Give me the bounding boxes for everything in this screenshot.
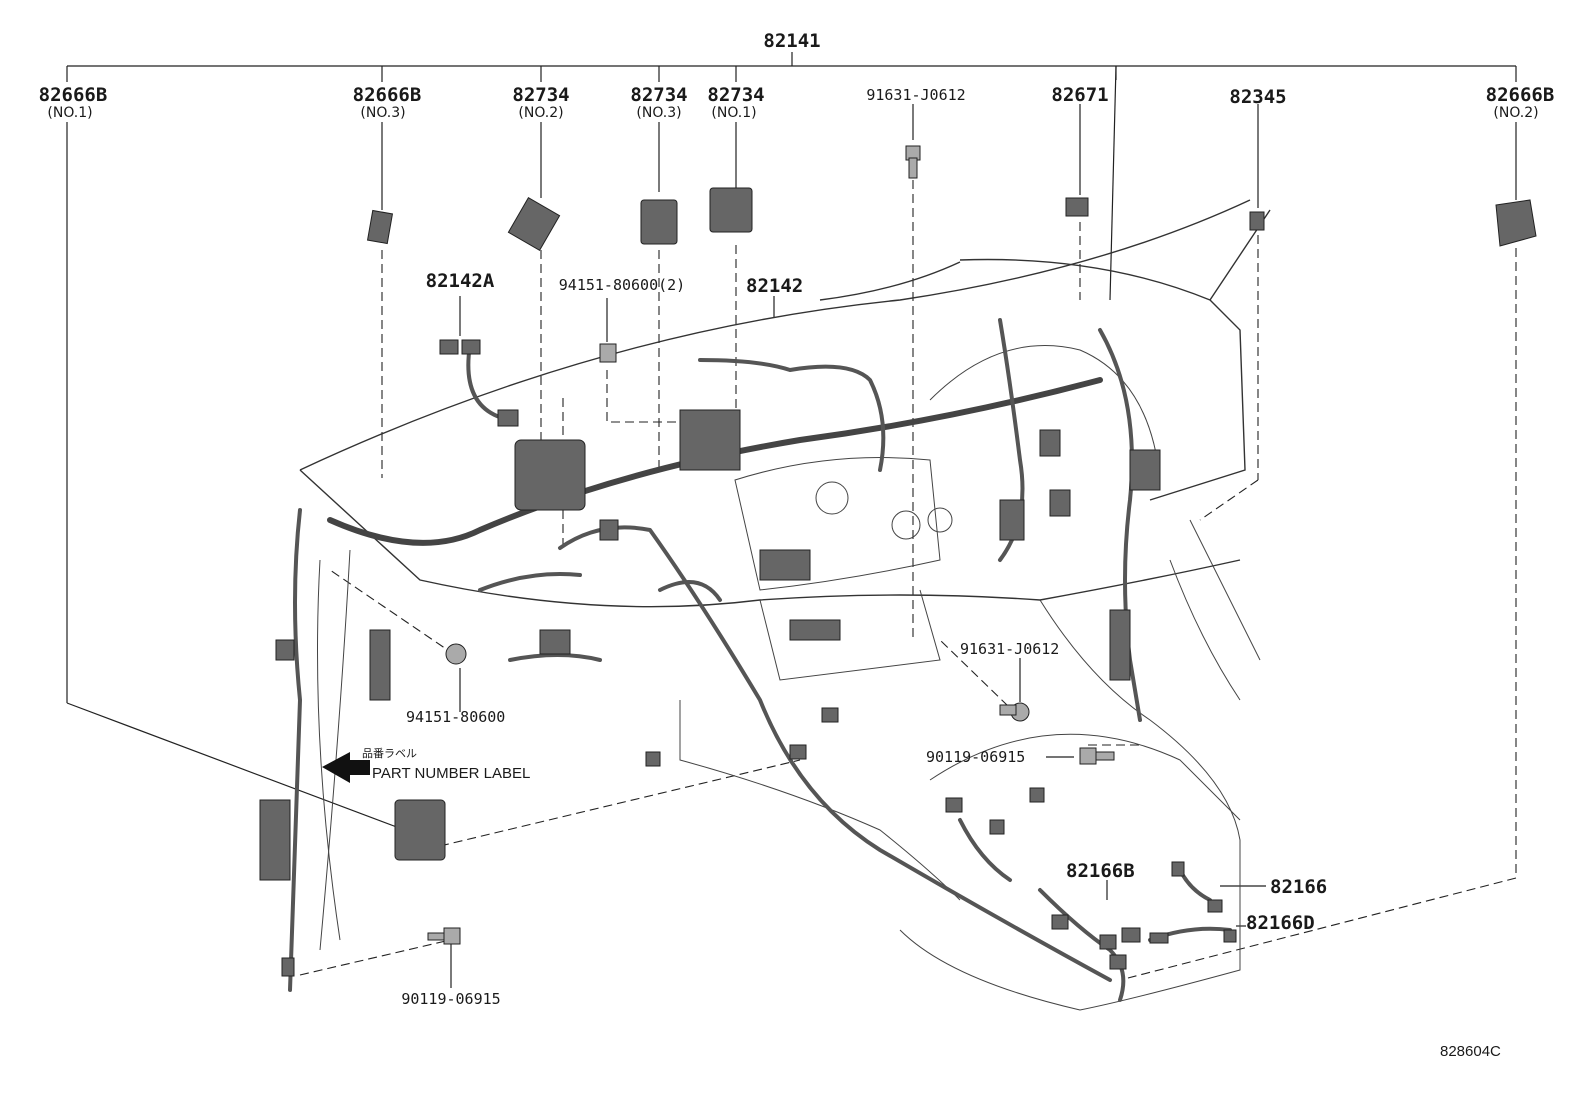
parts — [259, 145, 1537, 977]
label-82734-no3: 82734 — [630, 84, 688, 106]
label-94151-80600-2: 94151-80600(2) — [558, 276, 686, 294]
label-82166: 82166 — [1270, 876, 1328, 898]
label-82141: 82141 — [763, 30, 821, 52]
label-82142: 82142 — [746, 275, 804, 297]
harness-wires — [288, 318, 1232, 1002]
dashed-assembly-lines — [299, 180, 1517, 979]
label-82734-no1-sub: (NO.1) — [711, 105, 757, 121]
label-82166b: 82166B — [1066, 860, 1135, 882]
label-part-number-jp: 品番ラベル — [362, 747, 417, 760]
label-82666b-no1-sub: (NO.1) — [47, 105, 93, 121]
label-82734-no2-sub: (NO.2) — [518, 105, 564, 121]
label-82666b-no2: 82666B — [1485, 84, 1555, 106]
label-91631-j0612-mid: 91631-J0612 — [960, 640, 1060, 658]
label-82734-no1: 82734 — [707, 84, 765, 106]
label-82166d: 82166D — [1246, 912, 1315, 934]
label-90119-06915-bottom: 90119-06915 — [401, 990, 501, 1008]
label-94151-80600: 94151-80600 — [406, 708, 506, 726]
label-91631-j0612-top: 91631-J0612 — [866, 86, 966, 104]
label-82666b-no2-sub: (NO.2) — [1493, 105, 1539, 121]
label-82666b-no3-sub: (NO.3) — [360, 105, 406, 121]
left-arrow-icon — [322, 752, 370, 783]
label-82734-no3-sub: (NO.3) — [636, 105, 682, 121]
top-bracket-lines — [66, 52, 1517, 301]
label-82142a: 82142A — [425, 270, 495, 292]
label-82666b-no3: 82666B — [352, 84, 422, 106]
label-82666b-no1: 82666B — [38, 84, 108, 106]
label-part-number: PART NUMBER LABEL — [372, 765, 531, 782]
leader-lines — [66, 104, 1517, 988]
label-82671: 82671 — [1051, 84, 1109, 106]
label-82345: 82345 — [1229, 86, 1287, 108]
dashboard-outline — [299, 199, 1271, 1011]
label-90119-06915-mid: 90119-06915 — [926, 748, 1026, 766]
label-82734-no2: 82734 — [512, 84, 570, 106]
diagram-id: 828604C — [1440, 1043, 1501, 1060]
